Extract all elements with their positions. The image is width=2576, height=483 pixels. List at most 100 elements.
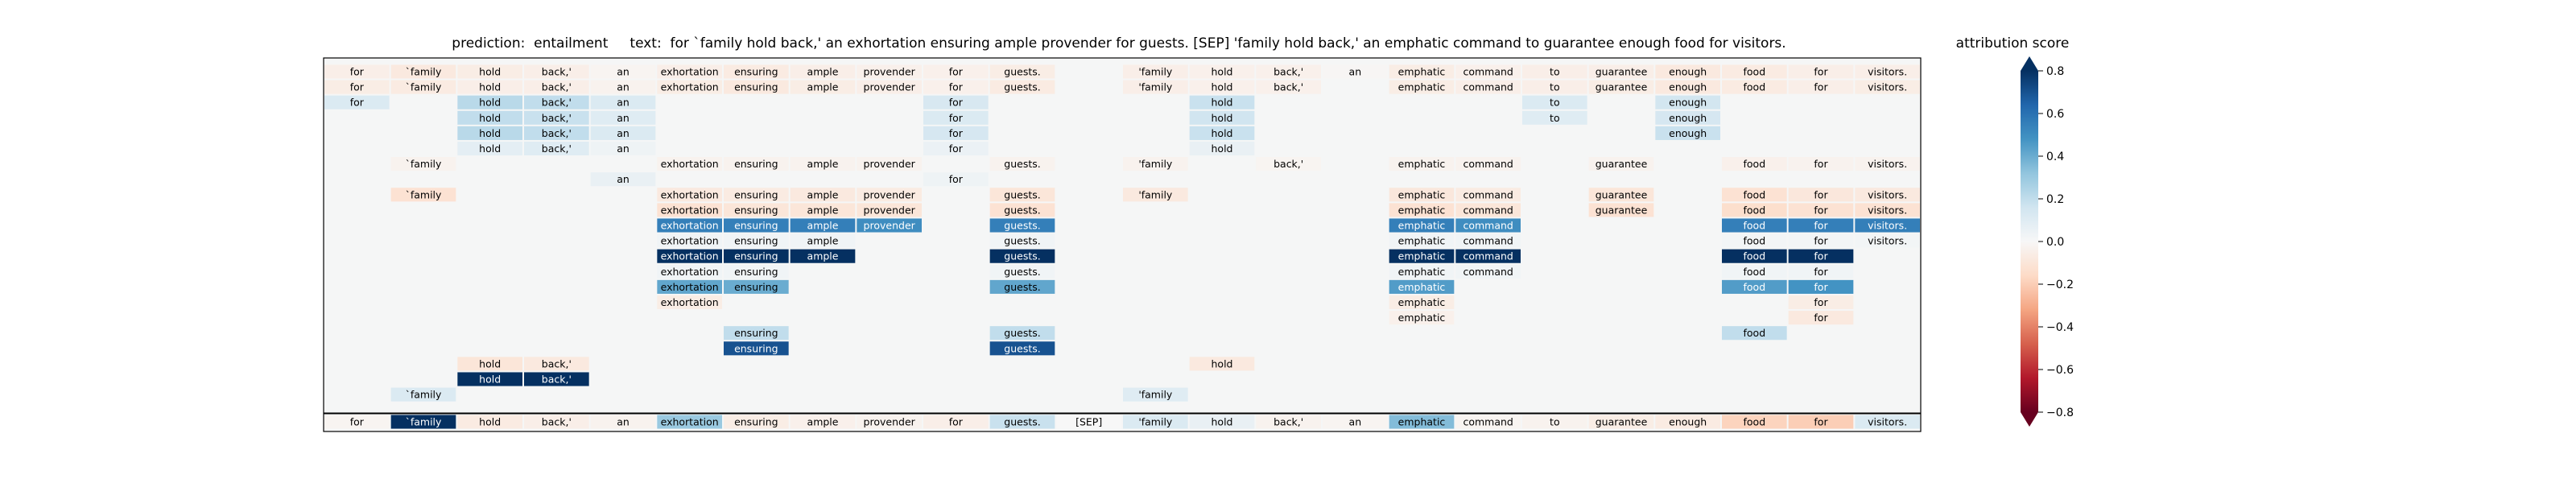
heatmap-cell-fill xyxy=(590,95,656,109)
heatmap-cell: ample xyxy=(790,218,856,233)
heatmap-cell: back,' xyxy=(524,95,589,109)
heatmap-token-label: back,' xyxy=(542,66,572,78)
heatmap-cell: provender xyxy=(857,80,922,94)
heatmap-token-label: ensuring xyxy=(734,204,778,216)
heatmap-cell-fill xyxy=(1722,157,1787,171)
heatmap-cell: an xyxy=(1323,64,1388,79)
heatmap-cell-fill xyxy=(524,64,589,79)
heatmap-cell-fill xyxy=(1588,203,1654,217)
heatmap-token-label: guests. xyxy=(1004,342,1040,354)
colorbar-tick-label: 0.0 xyxy=(2046,236,2064,249)
heatmap-token-label: for xyxy=(1814,250,1828,262)
heatmap-cell: enough xyxy=(1655,64,1720,79)
heatmap-cell-fill xyxy=(657,188,722,202)
summary-token-label: for xyxy=(949,416,964,428)
heatmap-cell-fill xyxy=(1788,311,1854,325)
heatmap-cell: back,' xyxy=(524,80,589,94)
heatmap-cell: emphatic xyxy=(1389,233,1455,248)
summary-cell: enough xyxy=(1655,415,1720,429)
heatmap-token-label: back,' xyxy=(542,142,572,155)
heatmap-cell-fill xyxy=(1788,64,1854,79)
heatmap-cell-fill xyxy=(989,249,1055,263)
summary-token-label: visitors. xyxy=(1868,416,1907,428)
heatmap-cell-fill xyxy=(457,110,522,125)
heatmap-token-label: guests. xyxy=(1004,220,1040,232)
heatmap-cell: guarantee xyxy=(1588,64,1654,79)
heatmap-cell-fill xyxy=(524,141,589,156)
heatmap-cell-fill xyxy=(1855,233,1920,248)
heatmap-cell: ensuring xyxy=(724,341,789,356)
heatmap-cell-fill xyxy=(1588,80,1654,94)
heatmap-cell-fill xyxy=(857,218,922,233)
heatmap-token-label: exhortation xyxy=(661,235,719,247)
heatmap-cell: ensuring xyxy=(724,249,789,263)
colorbar-tick-label: −0.6 xyxy=(2046,364,2074,377)
heatmap-token-label: an xyxy=(617,173,630,185)
heatmap-token-label: command xyxy=(1463,158,1513,170)
summary-token-label: exhortation xyxy=(661,416,719,428)
colorbar-tick-label: −0.2 xyxy=(2046,279,2074,291)
heatmap-token-label: hold xyxy=(1212,97,1233,109)
summary-token-label: hold xyxy=(479,416,501,428)
heatmap-cell-fill xyxy=(390,157,456,171)
heatmap-token-label: exhortation xyxy=(661,296,719,308)
heatmap-cell-fill xyxy=(1455,80,1521,94)
heatmap-token-label: for xyxy=(949,112,964,124)
heatmap-token-label: command xyxy=(1463,266,1513,278)
heatmap-cell-fill xyxy=(590,80,656,94)
heatmap-token-label: hold xyxy=(479,142,501,155)
heatmap-cell: exhortation xyxy=(657,249,722,263)
heatmap-token-label: ensuring xyxy=(734,158,778,170)
heatmap-cell: hold xyxy=(1189,141,1255,156)
colorbar-tick-label: 0.4 xyxy=(2046,151,2064,163)
heatmap-cell: guarantee xyxy=(1588,203,1654,217)
heatmap-cell: to xyxy=(1522,80,1587,94)
heatmap-cell-fill xyxy=(989,279,1055,294)
heatmap-cell-fill xyxy=(1655,64,1720,79)
summary-cell-fill xyxy=(1655,415,1720,429)
heatmap-cell: for xyxy=(1788,188,1854,202)
summary-cell-fill xyxy=(857,415,922,429)
heatmap-cell-fill xyxy=(923,141,989,156)
heatmap-cell: for xyxy=(1788,218,1854,233)
heatmap-token-label: guests. xyxy=(1004,281,1040,293)
heatmap-cell: exhortation xyxy=(657,264,722,279)
summary-token-label: provender xyxy=(864,416,916,428)
colorbar-gradient xyxy=(2021,71,2038,412)
heatmap-token-label: ensuring xyxy=(734,327,778,339)
heatmap-cell-fill xyxy=(857,188,922,202)
heatmap-token-label: an xyxy=(617,81,630,93)
heatmap-cell-fill xyxy=(1389,218,1455,233)
heatmap-token-label: hold xyxy=(1212,112,1233,124)
summary-token-label: an xyxy=(617,416,630,428)
heatmap-token-label: hold xyxy=(479,127,501,139)
heatmap-cell-fill xyxy=(657,64,722,79)
heatmap-token-label: emphatic xyxy=(1398,250,1446,262)
heatmap-token-label: emphatic xyxy=(1398,296,1446,308)
heatmap-cell-fill xyxy=(1588,157,1654,171)
heatmap-cell: to xyxy=(1522,110,1587,125)
heatmap-cell-fill xyxy=(1655,80,1720,94)
heatmap-cell: an xyxy=(590,110,656,125)
heatmap-cell-fill xyxy=(923,95,989,109)
heatmap-cell: exhortation xyxy=(657,218,722,233)
summary-token-label: ensuring xyxy=(734,416,778,428)
chart-title: prediction: entailment text: for `family… xyxy=(322,35,1916,56)
heatmap-token-label: hold xyxy=(479,66,501,78)
heatmap-cell: hold xyxy=(1189,357,1255,371)
heatmap-token-label: visitors. xyxy=(1868,81,1907,93)
summary-cell: 'family xyxy=(1123,415,1188,429)
heatmap-cell-fill xyxy=(1655,126,1720,140)
heatmap-token-label: for xyxy=(1814,296,1828,308)
heatmap-token-label: exhortation xyxy=(661,281,719,293)
summary-cell: an xyxy=(590,415,656,429)
heatmap-cell-fill xyxy=(1655,95,1720,109)
heatmap-cell: to xyxy=(1522,64,1587,79)
heatmap-cell: for xyxy=(923,126,989,140)
heatmap-token-label: an xyxy=(617,66,630,78)
heatmap-cell-fill xyxy=(923,126,989,140)
heatmap-cell: food xyxy=(1722,188,1787,202)
heatmap-token-label: for xyxy=(949,97,964,109)
heatmap-token-label: `family xyxy=(406,158,442,170)
